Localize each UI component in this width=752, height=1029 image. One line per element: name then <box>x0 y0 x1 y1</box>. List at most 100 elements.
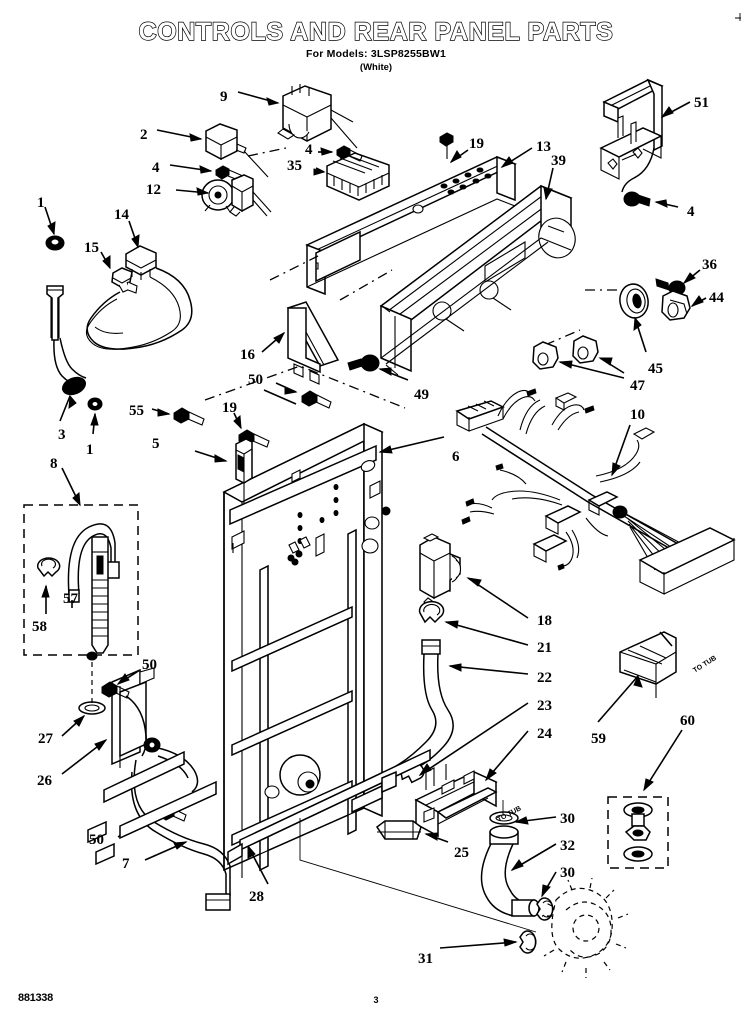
part-49-screw <box>347 354 380 372</box>
part-26-bracket <box>111 667 155 768</box>
part-30-clamp-b <box>536 897 554 921</box>
leader-31 <box>439 941 517 949</box>
callout-number-36: 36 <box>702 257 717 273</box>
callout-number-22: 22 <box>537 670 552 686</box>
part-47-knobs <box>532 335 599 370</box>
callout-number-4: 4 <box>305 142 313 158</box>
part-4-screw-b <box>336 145 363 162</box>
construction-line-d <box>544 329 581 346</box>
callout-number-7: 7 <box>122 856 130 872</box>
part-10-wire-harness <box>455 388 736 595</box>
callout-number-18: 18 <box>537 613 552 629</box>
callout-number-50: 50 <box>142 657 157 673</box>
part-13-console-rail <box>305 155 517 296</box>
part-14-power-cord <box>85 245 193 350</box>
callout-number-2: 2 <box>140 127 148 143</box>
part-39-console-panel <box>379 184 576 376</box>
part-18-water-valve <box>419 533 462 615</box>
part-3-water-inlet <box>46 285 87 386</box>
part-2-switch <box>205 123 269 178</box>
callout-number-27: 27 <box>38 731 53 747</box>
callout-number-3: 3 <box>58 427 66 443</box>
construction-line-f <box>204 365 406 409</box>
callout-number-21: 21 <box>537 640 552 656</box>
callout-number-39: 39 <box>551 153 566 169</box>
callout-number-23: 23 <box>537 698 552 714</box>
leader-3 <box>59 395 71 422</box>
callout-number-32: 32 <box>560 838 575 854</box>
part-19-screw-a <box>439 132 454 159</box>
model-subtitle: For Models: 3LSP8255BW1 <box>306 48 446 60</box>
part-5-clip <box>235 438 253 504</box>
part-16-end-cap <box>286 301 340 385</box>
callout-number-31: 31 <box>418 951 433 967</box>
callout-number-19: 19 <box>469 136 484 152</box>
part-1-bushing-a <box>45 235 65 251</box>
part-27-clamp <box>78 701 106 715</box>
form-number: 881338 <box>18 992 53 1004</box>
part-lower-frame <box>87 748 431 866</box>
callout-number-44: 44 <box>709 290 724 306</box>
part-44-knob <box>661 290 691 321</box>
callout-number-45: 45 <box>648 361 663 377</box>
part-31-clamp <box>519 930 537 954</box>
callout-number-25: 25 <box>454 845 469 861</box>
leader-50a2 <box>263 389 297 405</box>
part-24-pump-housing <box>414 764 498 838</box>
part-21-clamp <box>418 600 445 624</box>
callout-number-59: 59 <box>591 731 606 747</box>
callout-number-8: 8 <box>50 456 58 472</box>
leader-59-top <box>659 631 673 647</box>
callout-number-15: 15 <box>84 240 99 256</box>
leader-59 <box>597 675 639 723</box>
construction-line-e <box>247 147 287 157</box>
callout-number-55: 55 <box>129 403 144 419</box>
page-title: CONTROLS AND REAR PANEL PARTS <box>138 17 614 46</box>
callout-number-35: 35 <box>287 158 302 174</box>
callout-number-4: 4 <box>152 160 160 176</box>
leader-60 <box>643 729 683 791</box>
part-9-switch <box>277 84 358 149</box>
part-4-screw-c <box>623 191 651 207</box>
part-28-drain-hose <box>130 759 231 911</box>
phantom-pump-outline <box>542 877 629 978</box>
part-3-coupling <box>61 376 103 411</box>
callout-number-60: 60 <box>680 713 695 729</box>
part-55-screw <box>173 407 205 426</box>
callout-number-50: 50 <box>248 372 263 388</box>
callout-number-1: 1 <box>37 195 45 211</box>
construction-line-b <box>339 269 393 301</box>
leader-23 <box>419 702 529 776</box>
callout-number-1: 1 <box>86 442 94 458</box>
callout-number-58: 58 <box>32 619 47 635</box>
part-45-knob <box>619 283 649 319</box>
dashed-box-siphon <box>23 504 139 656</box>
part-25-coupling <box>375 820 422 840</box>
callout-number-30: 30 <box>560 865 575 881</box>
callout-number-6: 6 <box>452 449 460 465</box>
callout-number-10: 10 <box>630 407 645 423</box>
callout-number-16: 16 <box>240 347 255 363</box>
dashed-box-hardware <box>607 796 669 869</box>
callout-number-12: 12 <box>146 182 161 198</box>
color-subtitle: (White) <box>359 62 393 73</box>
part-30-clamp-a <box>489 811 519 825</box>
part-6-rear-panel <box>222 422 391 878</box>
part-58-clamp <box>36 557 61 578</box>
callout-number-30: 30 <box>560 811 575 827</box>
callout-number-26: 26 <box>37 773 52 789</box>
page-number: 3 <box>373 995 379 1005</box>
callout-number-50: 50 <box>89 832 104 848</box>
construction-line-g <box>299 818 537 933</box>
callout-number-4: 4 <box>687 204 695 220</box>
part-15-clip <box>111 267 138 294</box>
callout-number-24: 24 <box>537 726 552 742</box>
part-60-hardware <box>623 802 653 862</box>
callout-number-28: 28 <box>249 889 264 905</box>
callout-number-49: 49 <box>414 387 429 403</box>
part-hardware-dot <box>86 651 98 661</box>
construction-line-a <box>269 255 319 281</box>
part-50-screw-a <box>301 390 332 409</box>
